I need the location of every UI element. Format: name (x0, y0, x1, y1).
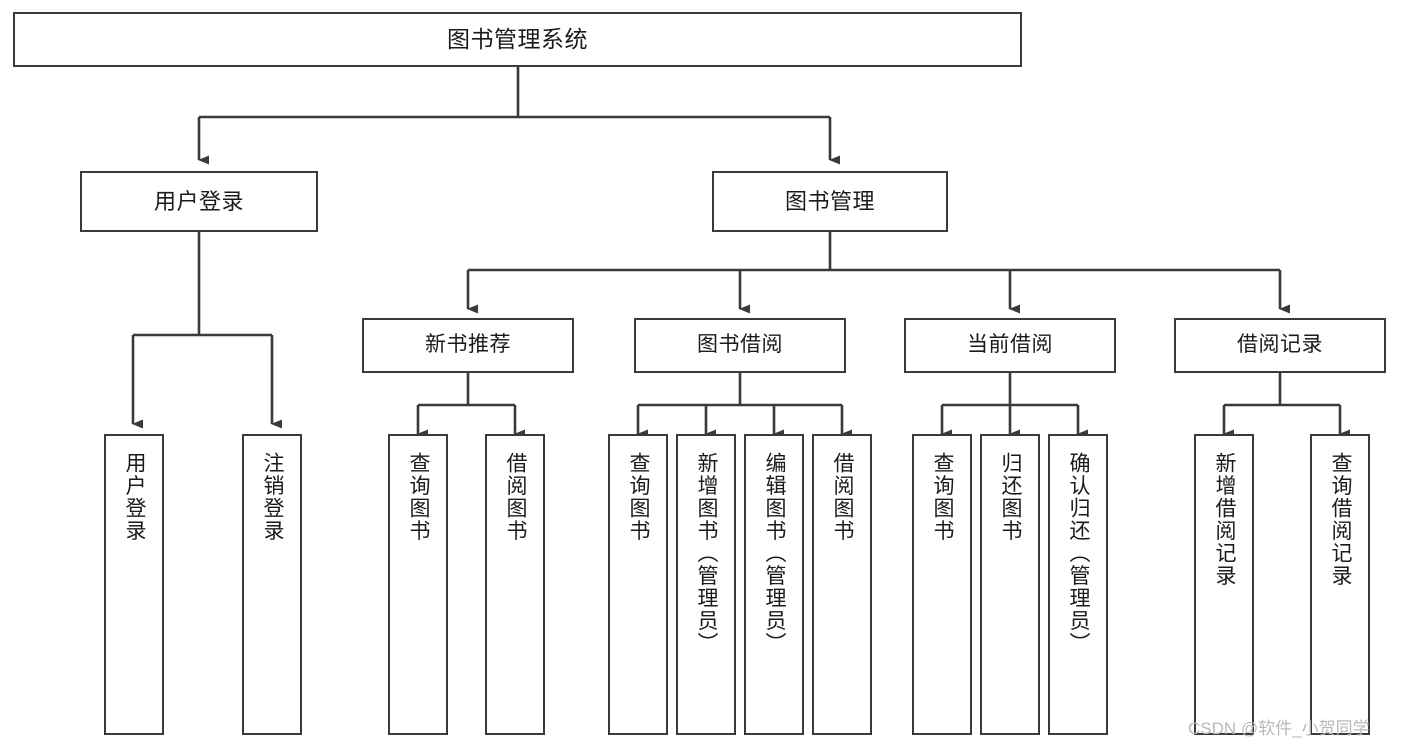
node-label: 查询图书 (407, 452, 431, 542)
node-label: 借阅图书 (504, 452, 528, 542)
node-leaf-edit-book-admin[interactable]: 编辑图书（管理员） (744, 434, 804, 735)
node-label: 图书管理 (784, 188, 875, 214)
node-borrow-record[interactable]: 借阅记录 (1174, 318, 1386, 373)
node-label: 借阅记录 (1237, 333, 1323, 357)
node-label: 归还图书 (999, 452, 1023, 542)
node-label: 确认归还（管理员） (1067, 452, 1091, 655)
node-label: 用户登录 (153, 188, 244, 214)
watermark-text: CSDN @软件_小贺同学 (1188, 719, 1370, 738)
node-book-borrow[interactable]: 图书借阅 (634, 318, 846, 373)
node-leaf-borrow-book[interactable]: 借阅图书 (812, 434, 872, 735)
node-leaf-confirm-return-admin[interactable]: 确认归还（管理员） (1048, 434, 1108, 735)
node-leaf-add-borrow-record[interactable]: 新增借阅记录 (1194, 434, 1254, 735)
node-new-book-recommend[interactable]: 新书推荐 (362, 318, 574, 373)
node-leaf-query-book-recommend[interactable]: 查询图书 (388, 434, 448, 735)
node-book-management[interactable]: 图书管理 (712, 171, 948, 232)
node-leaf-borrow-book-recommend[interactable]: 借阅图书 (485, 434, 545, 735)
node-label: 查询图书 (627, 452, 651, 542)
node-leaf-return-book[interactable]: 归还图书 (980, 434, 1040, 735)
node-label: 查询借阅记录 (1329, 452, 1353, 587)
node-label: 新增借阅记录 (1213, 452, 1237, 587)
node-label: 图书管理系统 (447, 25, 588, 52)
node-label: 用户登录 (123, 452, 147, 542)
node-leaf-query-book-borrow[interactable]: 查询图书 (608, 434, 668, 735)
node-leaf-user-login[interactable]: 用户登录 (104, 434, 164, 735)
node-leaf-add-book-admin[interactable]: 新增图书（管理员） (676, 434, 736, 735)
node-label: 新书推荐 (425, 333, 511, 357)
node-label: 编辑图书（管理员） (763, 452, 787, 655)
node-label: 图书借阅 (697, 333, 783, 357)
node-label: 借阅图书 (831, 452, 855, 542)
node-root-system[interactable]: 图书管理系统 (13, 12, 1022, 67)
node-label: 注销登录 (261, 452, 285, 542)
node-leaf-query-borrow-record[interactable]: 查询借阅记录 (1310, 434, 1370, 735)
node-label: 当前借阅 (967, 333, 1053, 357)
node-current-borrow[interactable]: 当前借阅 (904, 318, 1116, 373)
node-label: 新增图书（管理员） (695, 452, 719, 655)
node-user-login[interactable]: 用户登录 (80, 171, 318, 232)
node-leaf-logout[interactable]: 注销登录 (242, 434, 302, 735)
node-label: 查询图书 (931, 452, 955, 542)
node-leaf-query-book-current[interactable]: 查询图书 (912, 434, 972, 735)
